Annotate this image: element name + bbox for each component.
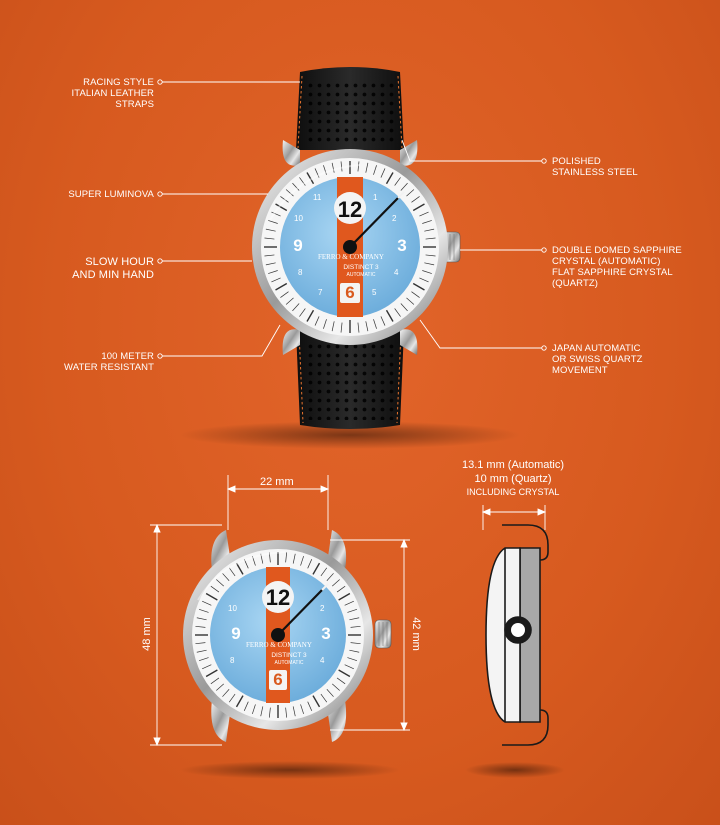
numeral-5: 5 xyxy=(372,288,377,297)
numeral-1: 1 xyxy=(373,193,378,202)
numeral-11: 11 xyxy=(313,193,322,202)
dimension-diameter: 42 mm xyxy=(410,617,422,651)
numeral-8: 8 xyxy=(298,268,303,277)
front-watch-shadow xyxy=(180,761,400,779)
dimension-lug-width: 22 mm xyxy=(260,476,294,488)
dimension-length: 48 mm xyxy=(141,617,153,651)
thickness-quartz: 10 mm (Quartz) xyxy=(474,473,552,485)
front-watch xyxy=(183,530,392,742)
side-profile-watch xyxy=(485,524,549,746)
dial-model: DISTINCT 3 xyxy=(343,264,379,271)
top-watch-shadow xyxy=(180,421,520,449)
numeral-2: 2 xyxy=(392,214,397,223)
numeral-4: 4 xyxy=(394,268,399,277)
numeral-12: 12 xyxy=(265,585,291,610)
numeral-8: 8 xyxy=(230,656,235,665)
dimension-thickness: 13.1 mm (Automatic) 10 mm (Quartz) INCLU… xyxy=(413,458,613,498)
numeral-9: 9 xyxy=(293,236,303,255)
numeral-4: 4 xyxy=(320,656,325,665)
dial-brand: FERRO & COMPANY xyxy=(246,641,312,649)
dimension-lines xyxy=(150,475,547,747)
numeral-3: 3 xyxy=(321,624,331,643)
numeral-12: 12 xyxy=(337,197,363,222)
numeral-10: 10 xyxy=(228,604,237,613)
numeral-9: 9 xyxy=(231,624,241,643)
numeral-7: 7 xyxy=(318,288,323,297)
thickness-automatic: 13.1 mm (Automatic) xyxy=(461,459,565,471)
top-watch xyxy=(252,67,461,429)
dial-movement: AUTOMATIC xyxy=(346,272,376,278)
thickness-note: INCLUDING CRYSTAL xyxy=(466,487,560,497)
numeral-6: 6 xyxy=(273,670,283,689)
dial-movement: AUTOMATIC xyxy=(274,660,304,666)
callout-lines xyxy=(157,79,547,359)
numeral-6: 6 xyxy=(345,283,355,302)
numeral-3: 3 xyxy=(397,236,407,255)
callout-luminova: SUPER LUMINOVA xyxy=(68,189,154,200)
numeral-10: 10 xyxy=(294,214,303,223)
dial-model: DISTINCT 3 xyxy=(271,652,307,659)
side-watch-shadow xyxy=(465,762,565,778)
numeral-2: 2 xyxy=(320,604,325,613)
dial-brand: FERRO & COMPANY xyxy=(318,253,384,261)
